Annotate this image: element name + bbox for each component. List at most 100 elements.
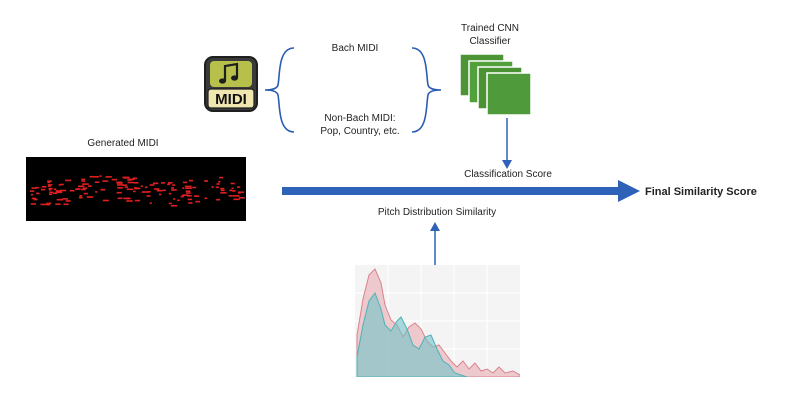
midi-note [56,198,63,201]
non-bach-line-2: Pop, Country, etc. [320,126,400,137]
midi-note [49,193,53,195]
midi-note [147,191,151,193]
midi-note [83,192,88,195]
midi-note [60,183,64,186]
midi-note [216,183,220,185]
midi-note [218,181,221,183]
midi-note [220,187,225,190]
midi-note [177,199,180,202]
midi-note [52,192,57,194]
midi-note [195,195,200,197]
midi-note [159,193,162,196]
midi-note [123,197,129,200]
midi-note [204,197,208,200]
midi-note [161,182,165,184]
midi-note [185,190,191,192]
midi-note [124,186,128,188]
midi-note [53,188,57,191]
midi-note [230,182,235,185]
midi-note [186,192,191,194]
midi-note [82,183,89,185]
midi-note [172,184,176,186]
midi-icon-text: MIDI [215,91,247,108]
midi-note [102,180,109,182]
midi-note [229,189,232,192]
midi-note [126,200,133,202]
midi-note [76,188,80,190]
pitch-distribution-similarity-label: Pitch Distribution Similarity [377,207,497,218]
midi-note [168,192,172,195]
midi-note [100,188,106,191]
midi-note [117,187,123,189]
midi-note [133,190,136,193]
midi-note [30,190,35,192]
midi-note [116,191,122,194]
final-score-arrow [282,180,640,202]
non-bach-line-1: Non-Bach MIDI: [324,113,396,124]
generated-midi-pianoroll [26,157,246,221]
midi-note [116,182,123,184]
midi-note [69,189,75,192]
midi-note [149,184,155,186]
midi-note [46,202,52,205]
cnn-label-line-2: Classifier [469,36,511,47]
midi-note [231,190,236,192]
midi-note [187,195,192,197]
midi-note [193,195,197,197]
midi-note [48,185,51,187]
midi-note [49,191,54,194]
pitch-up-arrow [430,222,440,266]
midi-note [40,188,46,191]
midi-note [122,184,127,186]
midi-note [149,202,152,204]
midi-note [62,198,68,200]
right-curly-brace [411,47,442,133]
midi-note [55,191,63,194]
midi-note [47,184,53,186]
midi-note [35,186,39,189]
classification-score-label: Classification Score [464,169,552,180]
midi-note [78,185,82,188]
midi-note [33,198,38,201]
midi-note [56,190,63,192]
cnn-layer-4 [486,72,532,116]
midi-note [220,189,225,192]
midi-note [171,187,174,189]
midi-note [47,181,51,184]
midi-note [141,191,149,193]
midi-note [189,179,193,182]
midi-note [99,175,102,177]
non-bach-midi-label: Non-Bach MIDI: Pop, Country, etc. [305,112,415,138]
midi-note [48,187,53,190]
midi-note [132,177,137,180]
midi-note [48,189,52,191]
midi-note [47,180,52,182]
midi-note [40,203,48,206]
midi-note [105,176,112,178]
classifier-down-arrow [502,118,512,169]
midi-note [126,197,130,200]
pitch-distribution-plot [355,265,520,377]
midi-note [81,188,86,191]
midi-note [188,202,193,204]
distribution-teal [356,291,468,377]
midi-note [81,178,85,181]
midi-note [122,176,130,179]
midi-note [180,195,184,198]
midi-note [233,198,240,201]
midi-note [146,195,151,197]
midi-note [94,181,100,183]
midi-note [185,187,192,189]
midi-note [95,191,98,193]
midi-note [220,192,227,194]
midi-note [162,189,166,192]
midi-note [215,186,219,189]
midi-note [111,178,117,181]
midi-note [133,182,139,184]
midi-note [228,195,233,197]
midi-note [144,186,148,189]
midi-note [31,187,37,189]
midi-file-icon: MIDI [204,56,258,112]
midi-note [31,197,37,200]
midi-note [55,203,61,205]
